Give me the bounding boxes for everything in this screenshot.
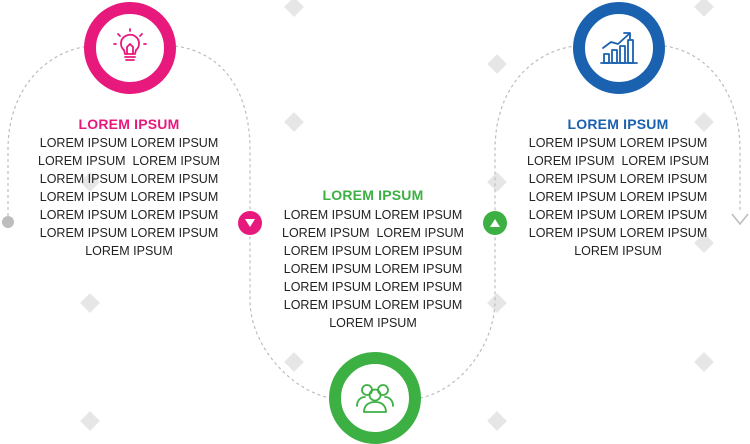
step-2-title: LOREM IPSUM — [322, 187, 424, 203]
step-3-line: LOREM IPSUM LOREM IPSUM — [528, 136, 708, 150]
step-1-line: LOREM IPSUM LOREM IPSUM — [39, 226, 219, 240]
step-2-line: LOREM IPSUM LOREM IPSUM — [283, 244, 463, 258]
step-3-line: LOREM IPSUM LOREM IPSUM — [528, 172, 708, 186]
triangle-up-icon — [490, 219, 500, 227]
step-3-body: LOREM IPSUM LOREM IPSUM LOREM IPSUM LORE… — [513, 134, 723, 260]
connector-2-3 — [419, 45, 576, 399]
step-3-line: LOREM IPSUM LOREM IPSUM — [528, 208, 708, 222]
step-2-line: LOREM IPSUM LOREM IPSUM — [283, 280, 463, 294]
triangle-down-icon — [245, 219, 255, 227]
step-1-line: LOREM IPSUM LOREM IPSUM — [39, 136, 219, 150]
step-1-line: LOREM IPSUM LOREM IPSUM — [39, 190, 219, 204]
step-2-line: LOREM IPSUM — [329, 316, 417, 330]
step-1-body: LOREM IPSUM LOREM IPSUM LOREM IPSUM LORE… — [24, 134, 234, 260]
growth-chart-icon — [600, 32, 638, 64]
step-3-line: LOREM IPSUM LOREM IPSUM — [528, 226, 708, 240]
step-2-circle — [329, 352, 421, 444]
step-1-title: LOREM IPSUM — [78, 116, 180, 132]
step-1-line: LOREM IPSUM — [85, 244, 173, 258]
step-1-circle — [84, 2, 176, 94]
step-3-line: LOREM IPSUM — [574, 244, 662, 258]
start-dot — [2, 216, 14, 228]
step-2-line: LOREM IPSUM LOREM IPSUM — [283, 208, 463, 222]
step-2-line: LOREM IPSUM LOREM IPSUM — [283, 262, 463, 276]
step-3-line: LOREM IPSUM LOREM IPSUM — [527, 154, 709, 168]
up-arrow-marker — [483, 211, 507, 235]
step-2-line: LOREM IPSUM LOREM IPSUM — [282, 226, 464, 240]
step-1-line: LOREM IPSUM LOREM IPSUM — [38, 154, 220, 168]
step-1-line: LOREM IPSUM LOREM IPSUM — [39, 208, 219, 222]
step-3-circle — [573, 2, 665, 94]
end-chevron-icon — [731, 213, 749, 226]
lightbulb-icon — [113, 28, 147, 61]
step-3-line: LOREM IPSUM LOREM IPSUM — [528, 190, 708, 204]
connector-end — [663, 45, 741, 212]
step-2-body: LOREM IPSUM LOREM IPSUM LOREM IPSUM LORE… — [268, 206, 478, 332]
team-icon — [356, 384, 394, 413]
step-2-line: LOREM IPSUM LOREM IPSUM — [283, 298, 463, 312]
step-3-title: LOREM IPSUM — [567, 116, 669, 132]
step-1-line: LOREM IPSUM LOREM IPSUM — [39, 172, 219, 186]
down-arrow-marker — [238, 211, 262, 235]
